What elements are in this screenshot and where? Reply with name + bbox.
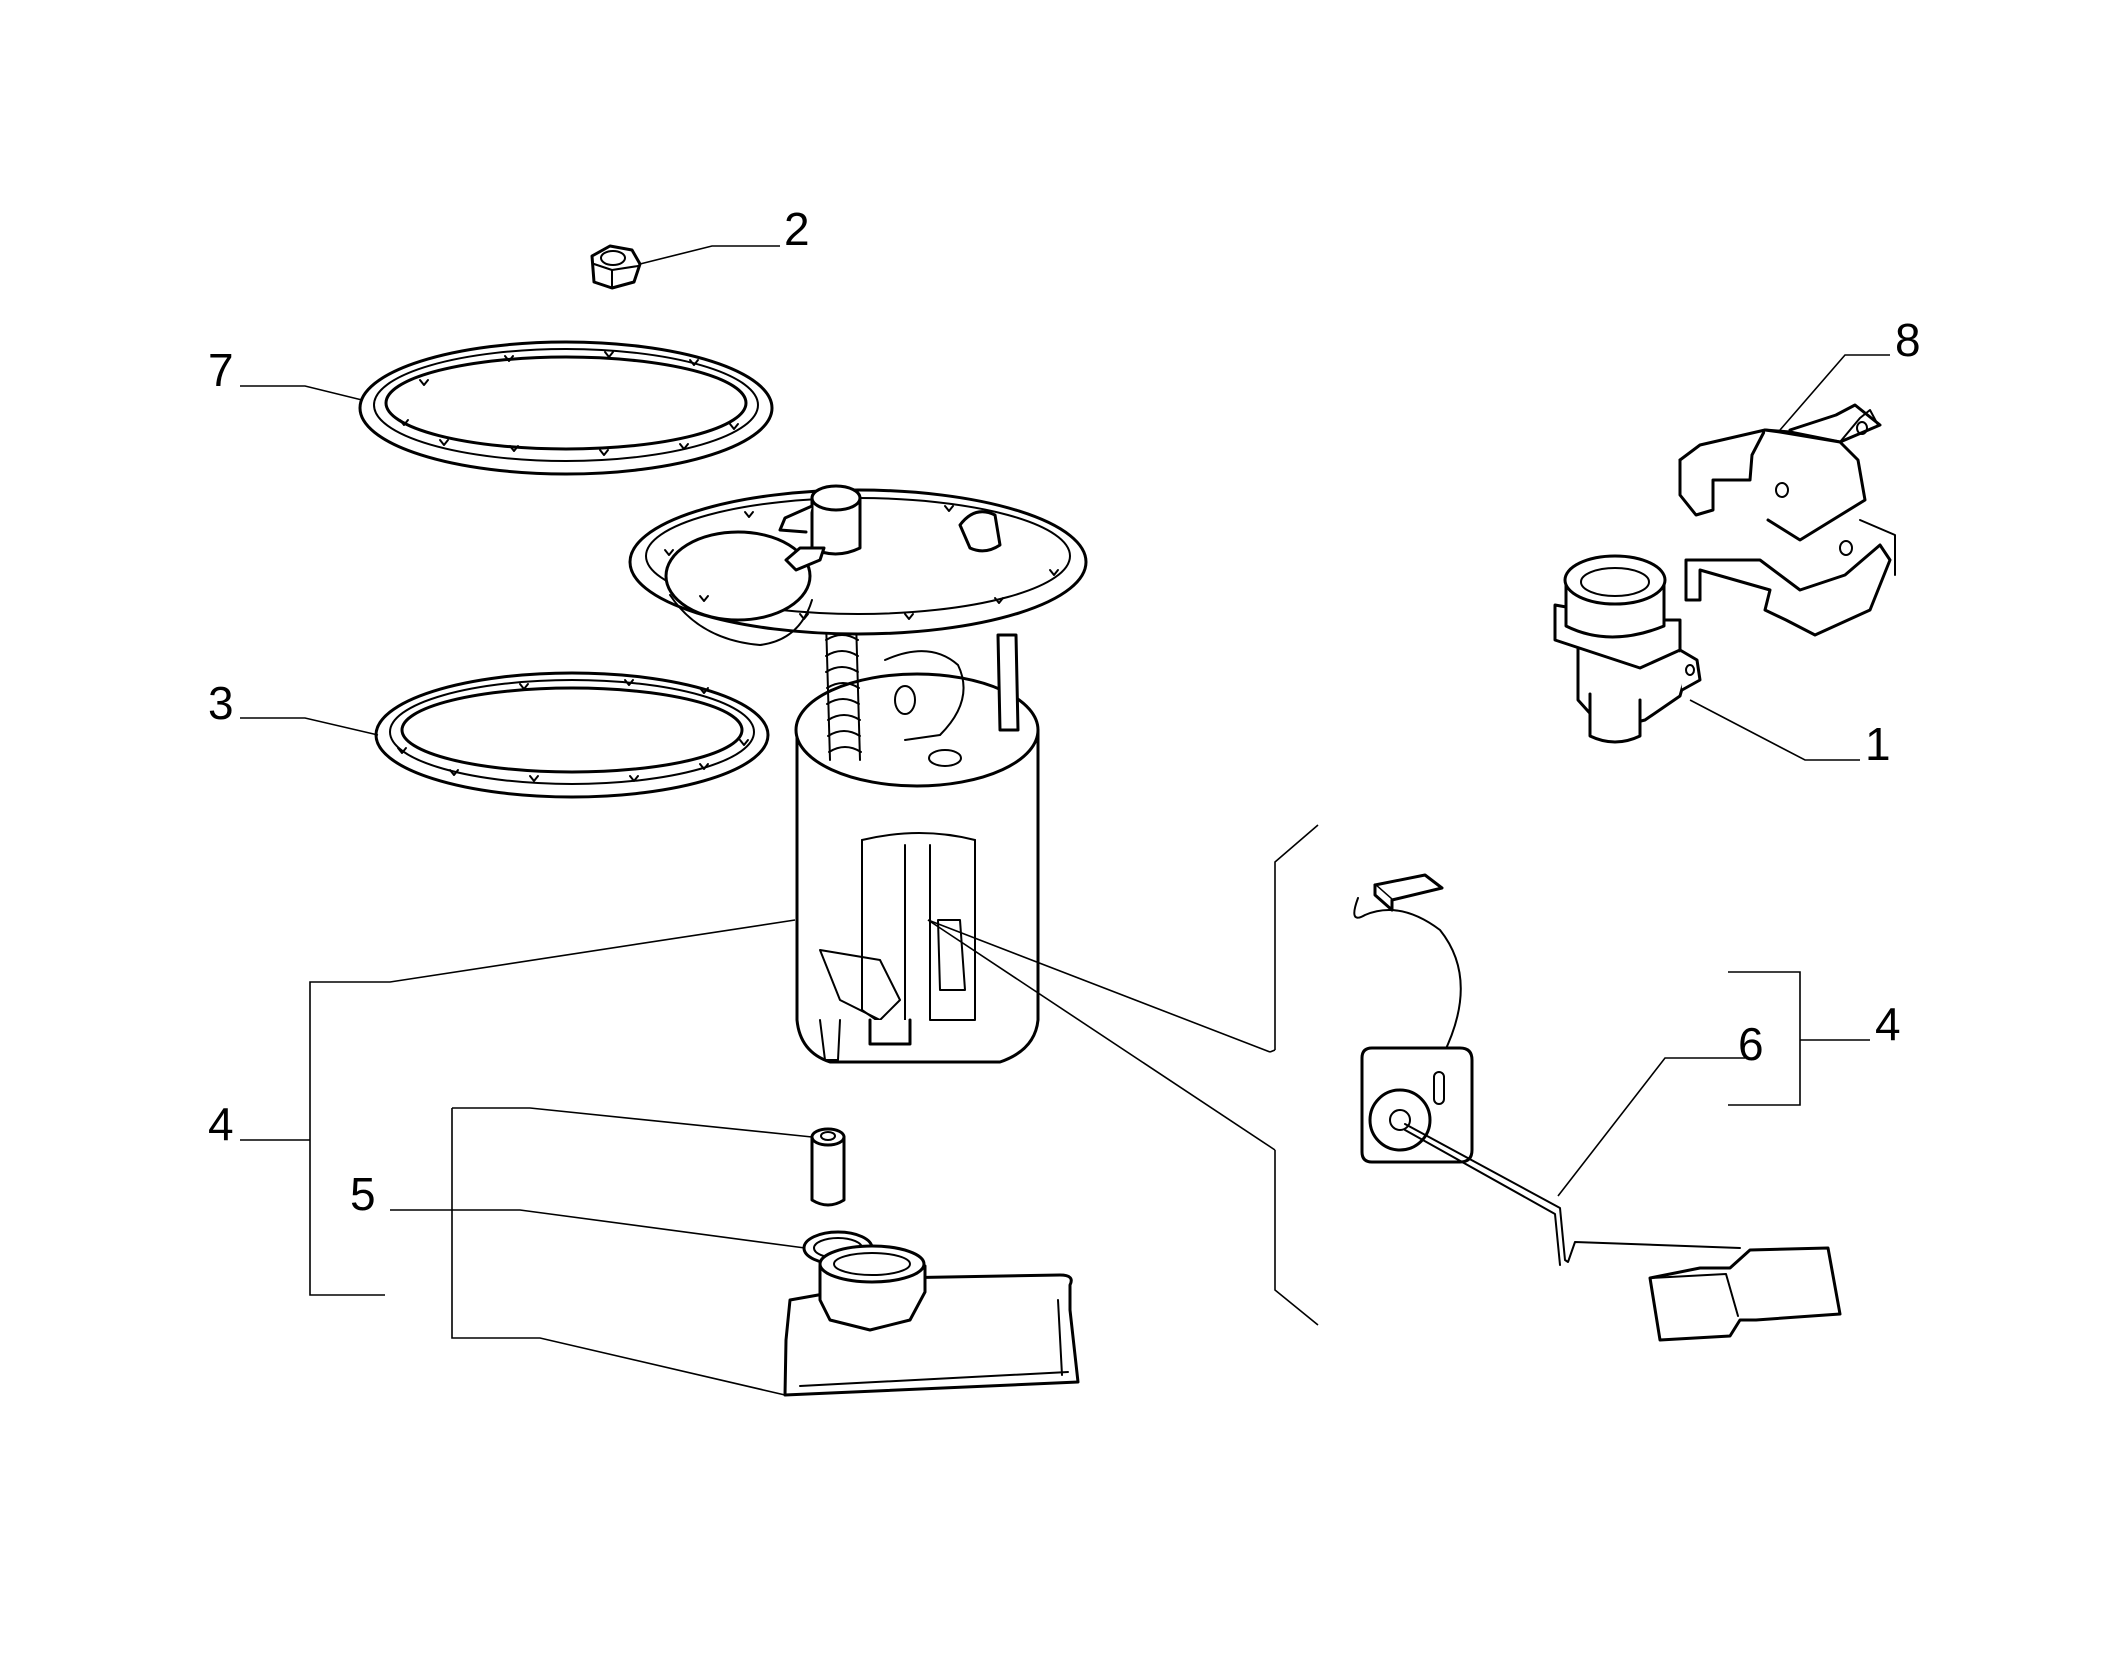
callout-1: 1: [1865, 718, 1891, 770]
part-4-fuel-pump-module: [628, 484, 1088, 1064]
part-2-nut: [590, 244, 642, 290]
callout-labels: 2 7 8 3 1 4 6 4 5: [208, 203, 1921, 1220]
callout-3: 3: [208, 677, 234, 729]
callout-6: 6: [1738, 1018, 1764, 1070]
part-8-bracket: [1678, 403, 1896, 637]
callout-7: 7: [208, 344, 234, 396]
part-7-gasket: [358, 340, 774, 476]
callout-5: 5: [350, 1168, 376, 1220]
callout-8: 8: [1895, 314, 1921, 366]
part-3-gasket: [374, 671, 770, 799]
callout-2: 2: [784, 203, 810, 255]
part-5-filter-set: [783, 1127, 1080, 1397]
part-1-sensor: [1553, 554, 1702, 744]
callout-4-left: 4: [208, 1098, 234, 1150]
leader-lines: [240, 245, 1890, 1396]
part-6-level-sender: [1353, 873, 1842, 1342]
callout-4-right: 4: [1875, 998, 1901, 1050]
